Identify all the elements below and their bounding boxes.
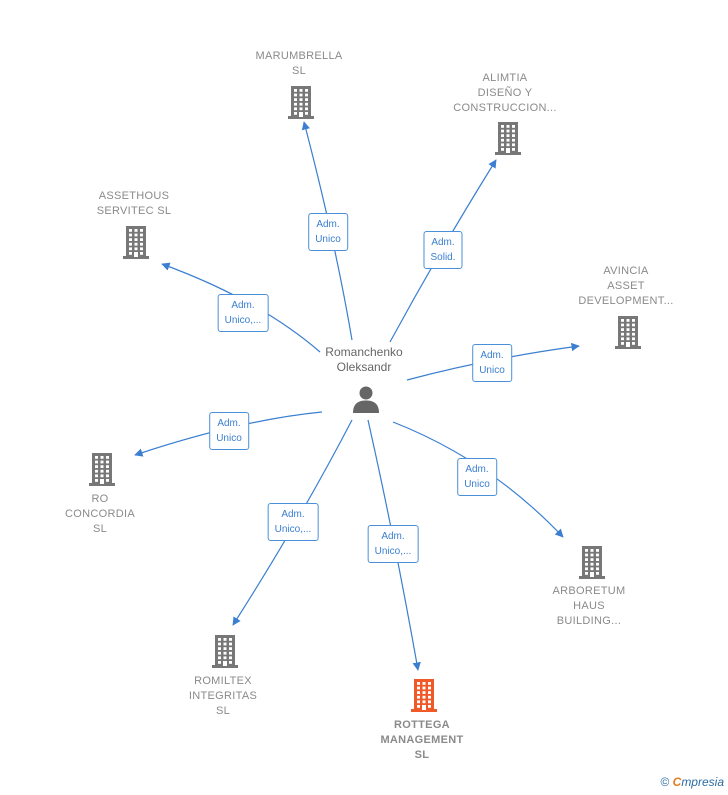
company-name-marumbrella[interactable]: MARUMBRELLA SL (255, 50, 343, 77)
center-person-name[interactable]: Romanchenko Oleksandr (325, 345, 403, 374)
building-icon[interactable] (409, 678, 439, 712)
building-icon[interactable] (577, 545, 607, 579)
building-icon[interactable] (210, 634, 240, 668)
role-badge-marumbrella[interactable]: Adm. Unico (308, 213, 348, 251)
company-name-romiltex[interactable]: ROMILTEX INTEGRITAS SL (188, 675, 258, 717)
footer-brand: © Cmpresia (660, 775, 724, 789)
building-icon[interactable] (613, 315, 643, 349)
role-badge-alimtia[interactable]: Adm. Solid. (423, 231, 463, 269)
building-icon[interactable] (87, 452, 117, 486)
brand-name: mpresia (681, 775, 724, 789)
building-icon[interactable] (493, 121, 523, 155)
company-name-arboretum[interactable]: ARBORETUM HAUS BUILDING... (552, 585, 626, 627)
person-icon[interactable] (351, 384, 381, 414)
company-name-alimtia[interactable]: ALIMTIA DISEÑO Y CONSTRUCCION... (453, 72, 557, 114)
role-badge-arboretum[interactable]: Adm. Unico (457, 458, 497, 496)
company-name-assethous[interactable]: ASSETHOUS SERVITEC SL (96, 190, 172, 217)
company-name-avincia[interactable]: AVINCIA ASSET DEVELOPMENT... (578, 265, 674, 307)
role-badge-avincia[interactable]: Adm. Unico (472, 344, 512, 382)
building-icon[interactable] (286, 85, 316, 119)
company-name-rottega[interactable]: ROTTEGA MANAGEMENT SL (380, 719, 464, 761)
role-badge-romiltex[interactable]: Adm. Unico,... (267, 503, 319, 541)
role-badge-assethous[interactable]: Adm. Unico,... (217, 294, 269, 332)
role-badge-rottega[interactable]: Adm. Unico,... (367, 525, 419, 563)
brand-initial: C (672, 775, 682, 789)
building-icon[interactable] (121, 225, 151, 259)
role-badge-ro-concordia[interactable]: Adm. Unico (209, 412, 249, 450)
copyright-icon: © (660, 775, 670, 789)
company-name-ro-concordia[interactable]: RO CONCORDIA SL (65, 493, 135, 535)
